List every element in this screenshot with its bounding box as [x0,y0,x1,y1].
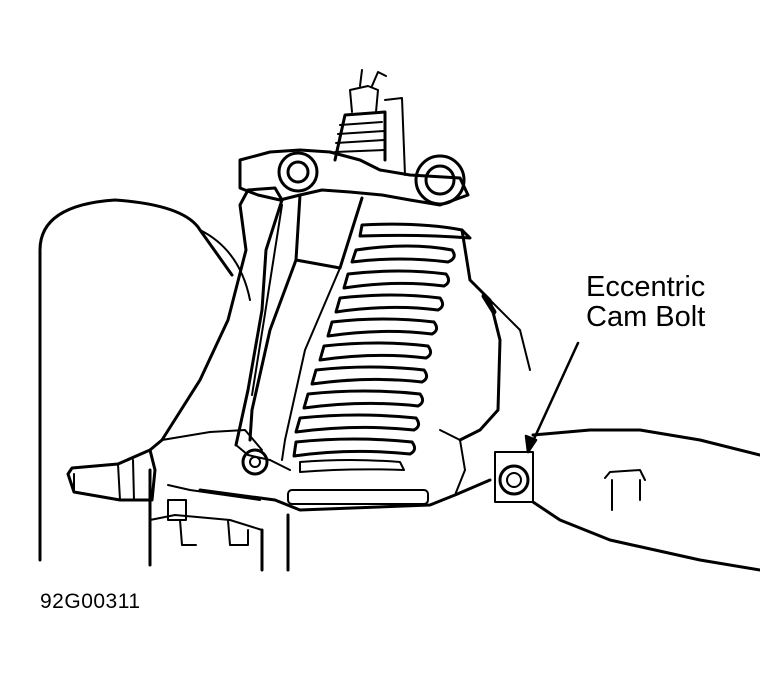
upper-mount [238,148,470,207]
steering-knuckle [148,186,492,572]
shock-top [333,69,406,176]
leader-arrow [524,341,580,454]
tire-inner-edge [199,229,251,301]
spindle [66,448,157,502]
frame-rail [531,428,760,572]
bushing-left-outer [277,151,319,193]
bushing-right-outer [414,154,466,206]
eccentric-cam-bolt-part [494,451,534,503]
callout-line-2: Cam Bolt [586,301,706,334]
lower-mount [235,444,429,505]
bushing-right-inner [424,164,456,196]
figure-id: 92G00311 [40,590,141,613]
strut-body [248,193,364,461]
bushing-left-inner [286,160,310,184]
strut-bracket [439,228,531,496]
callout-label: Eccentric Cam Bolt [586,272,705,333]
callout-line-1: Eccentric [586,271,706,303]
coil-spring [292,222,472,473]
tire-outline [38,198,234,562]
lower-bolt-left [241,448,269,476]
